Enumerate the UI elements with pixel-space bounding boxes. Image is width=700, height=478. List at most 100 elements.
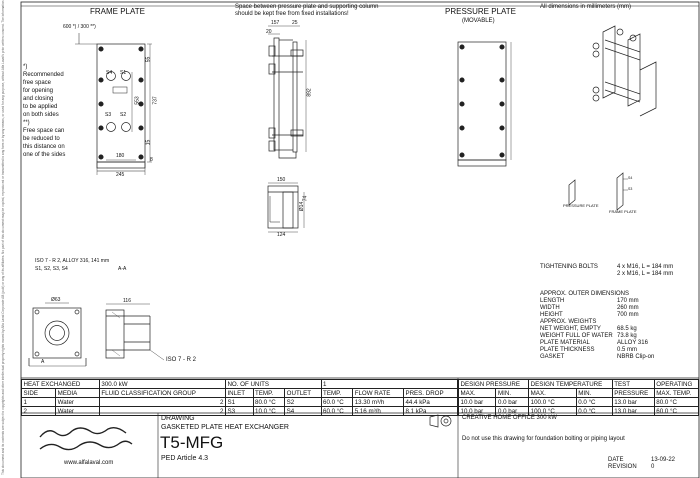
pressure-plate-subtitle: (MOVABLE) bbox=[462, 18, 495, 24]
spec-label: APPROX. OUTER DIMENSIONS bbox=[540, 291, 630, 297]
dims-note: All dimensions in millimeters (mm) bbox=[540, 4, 632, 10]
note-star1-line: for opening bbox=[23, 88, 54, 94]
dim-20: 20 bbox=[266, 29, 272, 35]
connection-note-2: S1, S2, S3, S4 bbox=[35, 266, 68, 272]
spec-value: 170 mm bbox=[617, 298, 639, 304]
small-s4: S4 bbox=[628, 176, 633, 180]
dim-116: 116 bbox=[123, 298, 131, 304]
date-label: DATE bbox=[608, 457, 624, 463]
table-cell: 0.0 °C bbox=[575, 397, 613, 407]
dim-74: 74 bbox=[302, 195, 309, 202]
table-cell: 13.0 bar bbox=[611, 397, 655, 407]
spec-label: LENGTH bbox=[540, 298, 565, 304]
table-cell: 10.0 °C bbox=[252, 406, 286, 416]
frame-plate-view bbox=[75, 33, 152, 175]
dim-bolt-spacing: 180 bbox=[116, 153, 125, 159]
table-header: MAX. TEMP. bbox=[653, 388, 700, 398]
port-s4: S4 bbox=[106, 70, 113, 76]
connection-detail bbox=[28, 302, 165, 367]
dim-top-offset: 55 bbox=[145, 56, 152, 63]
dim-124: 124 bbox=[277, 232, 286, 238]
table-header: TEMP. bbox=[320, 388, 354, 398]
table-cell: S4 bbox=[284, 406, 322, 416]
table-header: FLUID CLASSIFICATION GROUP bbox=[98, 388, 226, 398]
table-cell: 2 bbox=[98, 397, 226, 407]
heat-exchanged-value: 300.0 kW bbox=[98, 379, 226, 389]
table-cell: 5.16 m³/h bbox=[352, 406, 404, 416]
dim-25: 25 bbox=[292, 20, 298, 26]
operating-header: OPERATING bbox=[653, 379, 700, 389]
dim-bottom-small: 8 bbox=[150, 157, 153, 163]
drawing-label: DRAWING bbox=[161, 415, 195, 422]
design-table: DESIGN PRESSURE DESIGN TEMPERATURE TEST … bbox=[457, 379, 700, 416]
note-star1-line: and closing bbox=[23, 96, 54, 102]
note-star2-line: be reduced to bbox=[23, 136, 60, 142]
logo bbox=[39, 426, 133, 451]
table-row: 10.0 bar 0.0 bar 100.0 °C 0.0 °C 13.0 ba… bbox=[457, 406, 700, 416]
table-header: MAX. bbox=[528, 388, 577, 398]
spec-value: NBRB Clip-on bbox=[617, 354, 655, 360]
ped-article: PED Article 4.3 bbox=[161, 455, 209, 462]
table-cell: S3 bbox=[224, 406, 254, 416]
dim-width: 245 bbox=[116, 172, 125, 178]
spec-label: WEIGHT FULL OF WATER bbox=[540, 333, 613, 339]
note-star1-mark: *) bbox=[23, 64, 28, 70]
note-star1-line: to be applied bbox=[23, 104, 58, 110]
spec-label: PLATE THICKNESS bbox=[540, 347, 595, 353]
table-cell: Water bbox=[55, 406, 100, 416]
table-cell: 80.0 °C bbox=[252, 397, 286, 407]
design-temperature-header: DESIGN TEMPERATURE bbox=[528, 379, 613, 389]
dim-bottom-offset: 15 bbox=[145, 139, 152, 146]
table-cell: 0.0 °C bbox=[575, 406, 613, 416]
spec-value: ALLOY 316 bbox=[617, 340, 648, 346]
note-star2-line: this distance on bbox=[23, 144, 65, 150]
dim-d63: Ø63 bbox=[51, 297, 61, 303]
dim-157: 157 bbox=[271, 20, 280, 26]
isometric-view bbox=[592, 25, 657, 117]
bracket-detail bbox=[267, 182, 305, 233]
table-cell: 0.0 bar bbox=[495, 397, 530, 407]
table-cell: Water bbox=[55, 397, 100, 407]
spec-value: 260 mm bbox=[617, 305, 639, 311]
table-cell: 8.1 kPa bbox=[402, 406, 459, 416]
column-note-1: Space between pressure plate and support… bbox=[235, 4, 379, 10]
connection-section-aa: A-A bbox=[118, 266, 127, 272]
spec-label: HEIGHT bbox=[540, 312, 563, 318]
note-star2-line: Free space can bbox=[23, 128, 65, 134]
table-header: MEDIA bbox=[55, 388, 100, 398]
spec-value: 0.5 mm bbox=[617, 347, 638, 353]
column-note-2: should be kept free from fixed installat… bbox=[235, 11, 349, 17]
table-cell: S1 bbox=[224, 397, 254, 407]
frame-plate-title: FRAME PLATE bbox=[90, 7, 145, 16]
bolts-value-1: 4 x M16, L = 184 mm bbox=[617, 264, 674, 270]
table-header: MAX. bbox=[457, 388, 497, 398]
spec-label: WIDTH bbox=[540, 305, 560, 311]
small-s3: S3 bbox=[628, 187, 633, 191]
spec-label: APPROX. WEIGHTS bbox=[540, 319, 597, 325]
side-view bbox=[268, 25, 307, 159]
spec-label: PLATE MATERIAL bbox=[540, 340, 590, 346]
table-cell: S2 bbox=[284, 397, 322, 407]
revision-label: REVISION bbox=[608, 464, 637, 470]
table-cell: 60.0 °C bbox=[320, 406, 354, 416]
note-star2-mark: **) bbox=[23, 120, 30, 126]
table-cell: 10.0 bar bbox=[457, 397, 497, 407]
spec-value: 68.5 kg bbox=[617, 326, 637, 332]
table-cell: 60.0 °C bbox=[320, 397, 354, 407]
design-subheader-row: MAX. MIN. MAX. MIN. PRESSURE MAX. TEMP. bbox=[457, 388, 700, 398]
dim-892: 892 bbox=[306, 88, 313, 97]
table-header: PRESSURE bbox=[611, 388, 655, 398]
table-cell: 10.0 bar bbox=[457, 406, 497, 416]
dim-top-free: 600 *) / 300 **) bbox=[63, 24, 96, 30]
model-name: T5-MFG bbox=[160, 433, 224, 452]
table-header: OUTLET bbox=[284, 388, 322, 398]
table-header-row: SIDE MEDIA FLUID CLASSIFICATION GROUP IN… bbox=[20, 388, 459, 398]
table-header: MIN. bbox=[495, 388, 530, 398]
dim-port-spacing: 553 bbox=[134, 96, 141, 105]
port-s2: S2 bbox=[120, 112, 127, 118]
table-cell: 1 bbox=[20, 397, 57, 407]
office-name: CREATIVE HOME OFFICE 300 kW bbox=[462, 415, 557, 421]
table-row: 10.0 bar 0.0 bar 100.0 °C 0.0 °C 13.0 ba… bbox=[457, 397, 700, 407]
connection-note-1: ISO 7 - R 2, ALLOY 316, 141 mm bbox=[35, 258, 110, 264]
